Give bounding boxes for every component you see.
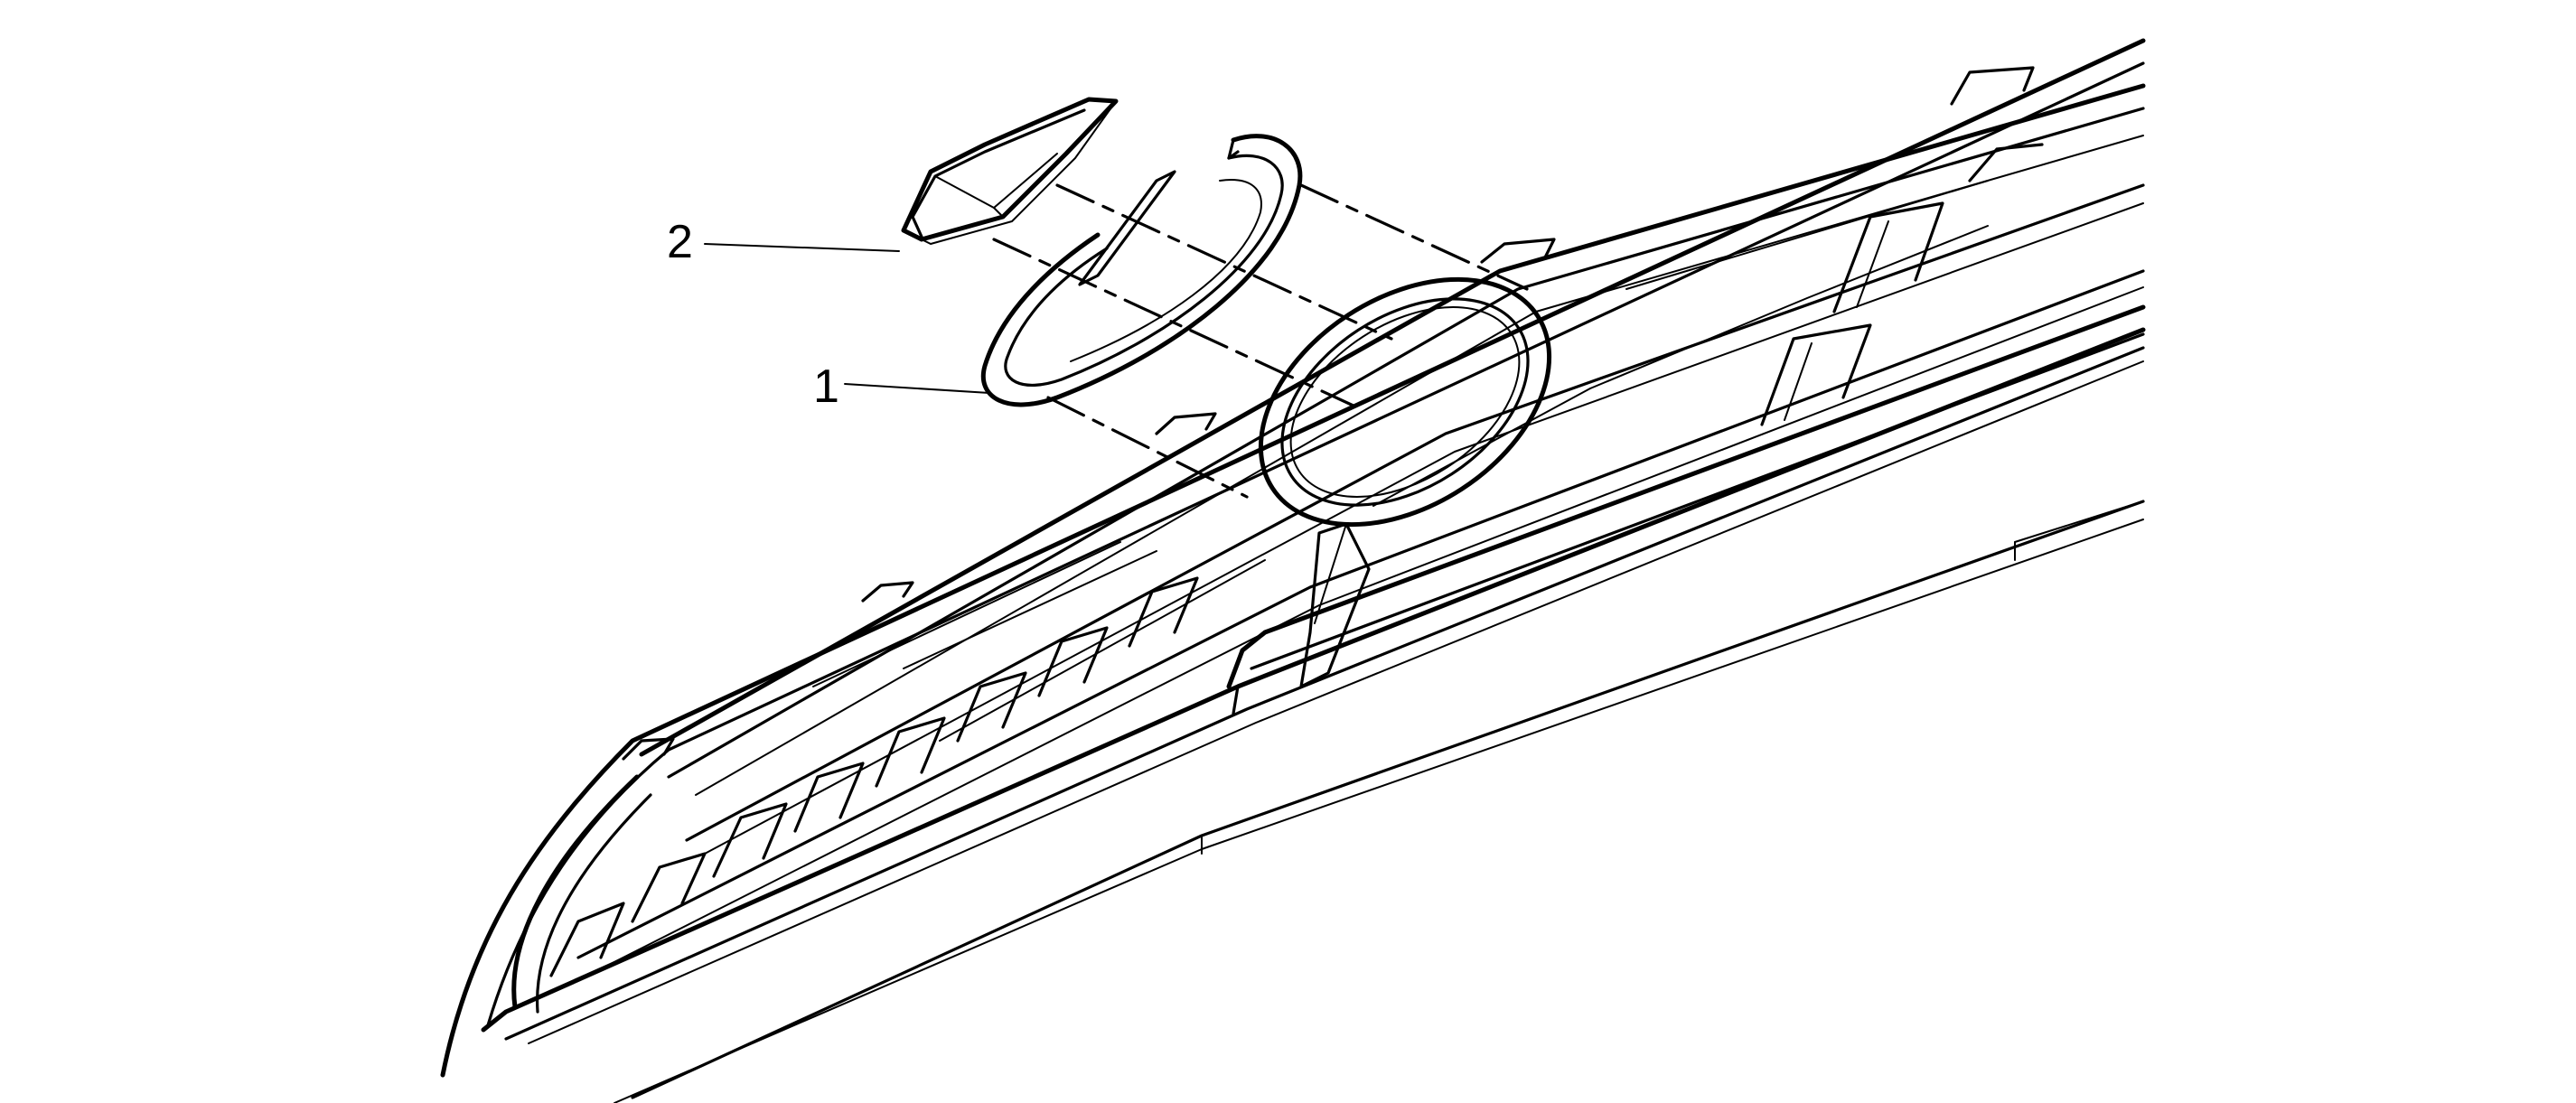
grille-left-tip <box>511 774 640 1010</box>
callout-1-leader <box>844 383 990 394</box>
grille-opening-lower <box>481 327 2146 1033</box>
emblem-badge-part-2 <box>901 97 1119 245</box>
assembly-lines <box>992 183 1529 499</box>
callout-1-label: 1 <box>813 360 839 413</box>
fascia-lower-line <box>631 500 2145 1099</box>
fascia-outer-edge <box>440 38 2146 1078</box>
grille-top-tab <box>1950 66 2035 106</box>
callout-2-leader <box>704 243 900 252</box>
callout-2: 2 <box>667 216 900 268</box>
callout-2-label: 2 <box>667 216 693 268</box>
grille-emblem-opening <box>1258 276 1552 528</box>
bumper-upper-edge <box>1226 304 2146 689</box>
fascia-inner-edge <box>486 61 2145 1027</box>
grille-top-rail-inner <box>667 107 2145 779</box>
grille-top-rail <box>639 83 2146 757</box>
grille-bar <box>576 269 2145 959</box>
callout-1: 1 <box>813 360 990 413</box>
emblem-clip <box>1078 170 1176 286</box>
emblem-ring-part-1 <box>980 134 1303 407</box>
grille-slats <box>549 143 2044 977</box>
grille-assembly <box>440 38 2146 1103</box>
